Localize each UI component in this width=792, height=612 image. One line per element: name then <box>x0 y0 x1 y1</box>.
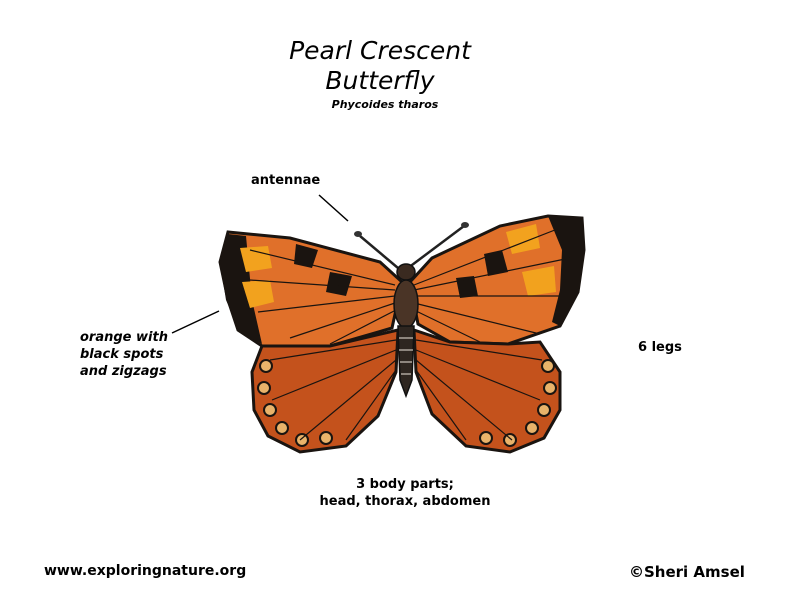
label-wing-pattern: orange with black spots and zigzags <box>80 329 168 380</box>
page-title-line-2: Butterfly <box>325 66 435 95</box>
butterfly-body <box>393 263 419 399</box>
label-body-parts: 3 body parts; head, thorax, abdomen <box>300 476 510 510</box>
scientific-name: Phycoides tharos <box>331 98 439 111</box>
label-body-parts-line-1: 3 body parts; <box>356 477 454 492</box>
label-antennae: antennae <box>251 173 321 188</box>
label-wing-pattern-line-2: black spots <box>80 347 164 362</box>
abdomen <box>397 325 415 399</box>
thorax <box>393 279 419 329</box>
antenna-club-right <box>461 222 469 228</box>
right-hindwing <box>412 327 562 454</box>
wing-leader-line <box>171 310 220 334</box>
copyright-credit: ©Sheri Amsel <box>629 563 745 581</box>
left-hindwing <box>250 328 400 454</box>
label-wing-pattern-line-3: and zigzags <box>80 364 167 379</box>
antenna-club-left <box>354 231 362 237</box>
left-forewing <box>218 230 404 348</box>
website-link[interactable]: www.exploringnature.org <box>44 563 247 579</box>
label-body-parts-line-2: head, thorax, abdomen <box>319 494 491 509</box>
head <box>396 263 416 281</box>
page-title-line-1: Pearl Crescent <box>289 36 471 65</box>
label-legs: 6 legs <box>638 340 682 355</box>
right-forewing <box>408 214 586 346</box>
label-wing-pattern-line-1: orange with <box>80 330 168 345</box>
antennae-leader-line <box>318 194 349 222</box>
antennae <box>359 225 465 269</box>
